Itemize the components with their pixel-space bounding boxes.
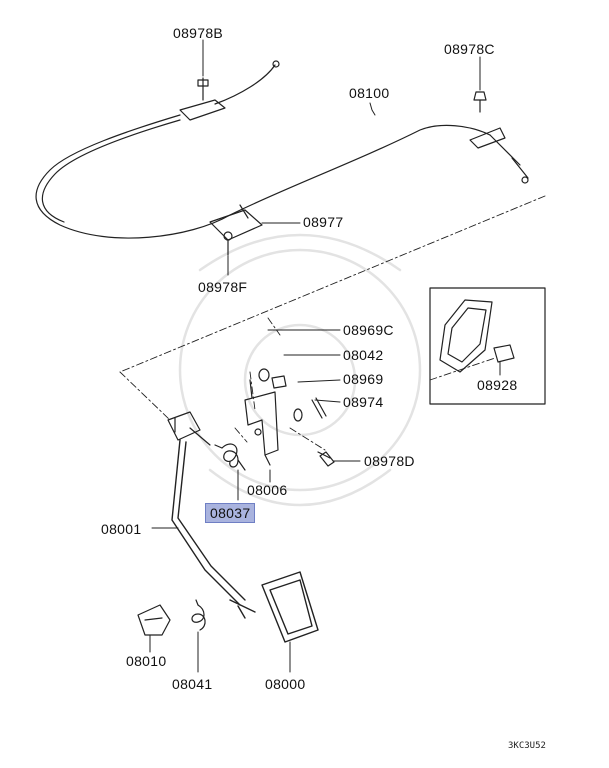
diagram-code: 3KC3U52 — [508, 741, 546, 751]
part-label-08100: 08100 — [349, 85, 390, 101]
inset-box — [429, 287, 546, 405]
pedal-pivot-bracket — [167, 411, 211, 446]
grommet-08928 — [439, 299, 515, 373]
part-label-08974: 08974 — [343, 394, 384, 410]
part-label-08969C: 08969C — [343, 322, 394, 338]
part-label-08006: 08006 — [247, 482, 288, 498]
bolt-08978D — [317, 451, 335, 467]
bracket-08978B — [179, 60, 280, 121]
stopper-08042 — [271, 375, 287, 389]
pin-08974 — [311, 397, 327, 419]
reference-lines — [119, 195, 546, 451]
part-label-08928: 08928 — [477, 377, 518, 393]
spring-08041 — [191, 599, 206, 631]
part-label-08037-highlighted[interactable]: 08037 — [205, 503, 256, 523]
part-label-08977: 08977 — [303, 214, 344, 230]
part-label-08978B: 08978B — [173, 25, 224, 41]
part-label-08041: 08041 — [172, 676, 213, 692]
cable-clip-08977 — [209, 204, 263, 241]
spring-08037 — [214, 443, 246, 471]
washer-08969 — [293, 408, 303, 422]
pad-cover-08010 — [137, 604, 171, 636]
part-label-08042: 08042 — [343, 347, 384, 363]
part-label-08010: 08010 — [126, 653, 167, 669]
washer-08969C — [258, 368, 270, 382]
part-label-08001: 08001 — [101, 521, 142, 537]
part-label-08978C: 08978C — [444, 41, 495, 57]
part-label-08978F: 08978F — [198, 279, 248, 295]
bolt-08978F — [223, 231, 233, 256]
part-label-08978D: 08978D — [364, 453, 415, 469]
pedal-arm-08001 — [171, 439, 256, 619]
bolt-08978C — [473, 91, 487, 113]
part-label-08969: 08969 — [343, 371, 384, 387]
mounting-bracket-08006 — [244, 379, 279, 466]
part-label-08000: 08000 — [265, 676, 306, 692]
leader-lines — [149, 39, 501, 673]
pedal-pad-08000 — [261, 571, 319, 643]
accelerator-cable — [35, 114, 529, 239]
watermark-emblem — [178, 233, 422, 507]
